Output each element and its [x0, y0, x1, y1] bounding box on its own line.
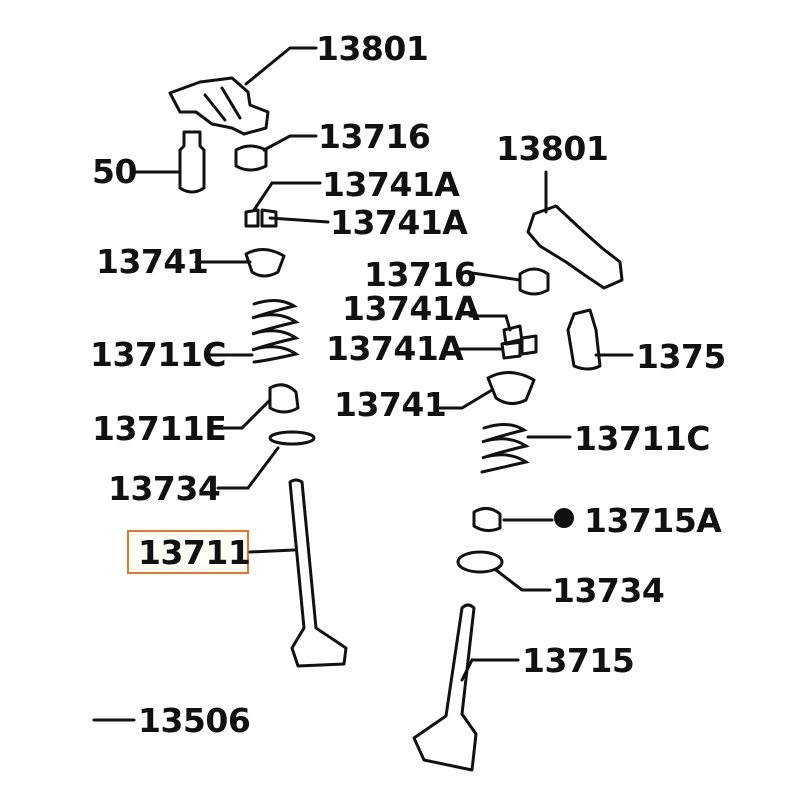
label-retainer-right: 13741 [334, 385, 447, 424]
highlight-box-13711 [127, 530, 249, 574]
keeper-right [500, 324, 538, 360]
label-keeper-right-b: 13741A [326, 329, 464, 368]
seal-left [268, 383, 300, 414]
exhaust-valve-drawing [412, 603, 478, 772]
rocker-arm-right [526, 204, 624, 290]
lash-adjuster-right [566, 308, 602, 371]
label-lash-adjuster-right: 1375 [636, 337, 726, 376]
seat-left [268, 430, 316, 446]
retainer-left [244, 248, 286, 278]
label-retainer-left: 13741 [96, 242, 209, 281]
label-seal-left: 13711E [92, 409, 227, 448]
label-pad-right: 13716 [364, 255, 477, 294]
label-rocker-arm-left: 13801 [316, 29, 429, 68]
label-exhaust-valve: 13715 [522, 641, 635, 680]
retainer-right [486, 371, 536, 405]
spring-right [480, 423, 530, 474]
pad-right [518, 267, 550, 296]
intake-valve-drawing [288, 478, 348, 668]
label-seat-left: 13734 [108, 469, 221, 508]
label-keeper-right-a: 13741A [342, 289, 480, 328]
label-intake-valve: 13711 [138, 533, 251, 572]
pad-left [234, 144, 268, 172]
label-camshaft: 13506 [138, 701, 251, 740]
seal-right [472, 507, 502, 533]
rocker-detail-left [203, 86, 242, 122]
label-spring-right: 13711C [574, 419, 711, 458]
rocker-arm-left [168, 76, 270, 136]
label-seat-right: 13734 [552, 571, 665, 610]
lash-adjuster-left [178, 130, 206, 194]
label-rocker-arm-right: 13801 [496, 129, 609, 168]
label-spring-left: 13711C [90, 335, 227, 374]
label-keeper-left-a: 13741A [322, 165, 460, 204]
label-seal-right: 13715A [584, 501, 722, 540]
spring-left [251, 299, 300, 364]
label-pad-left: 13716 [318, 117, 431, 156]
label-lash-adjuster-left: 50 [92, 152, 137, 191]
seat-right [456, 550, 504, 574]
bullet-dot [554, 508, 574, 528]
label-keeper-left-b: 13741A [330, 203, 468, 242]
leader-lines [92, 46, 634, 722]
